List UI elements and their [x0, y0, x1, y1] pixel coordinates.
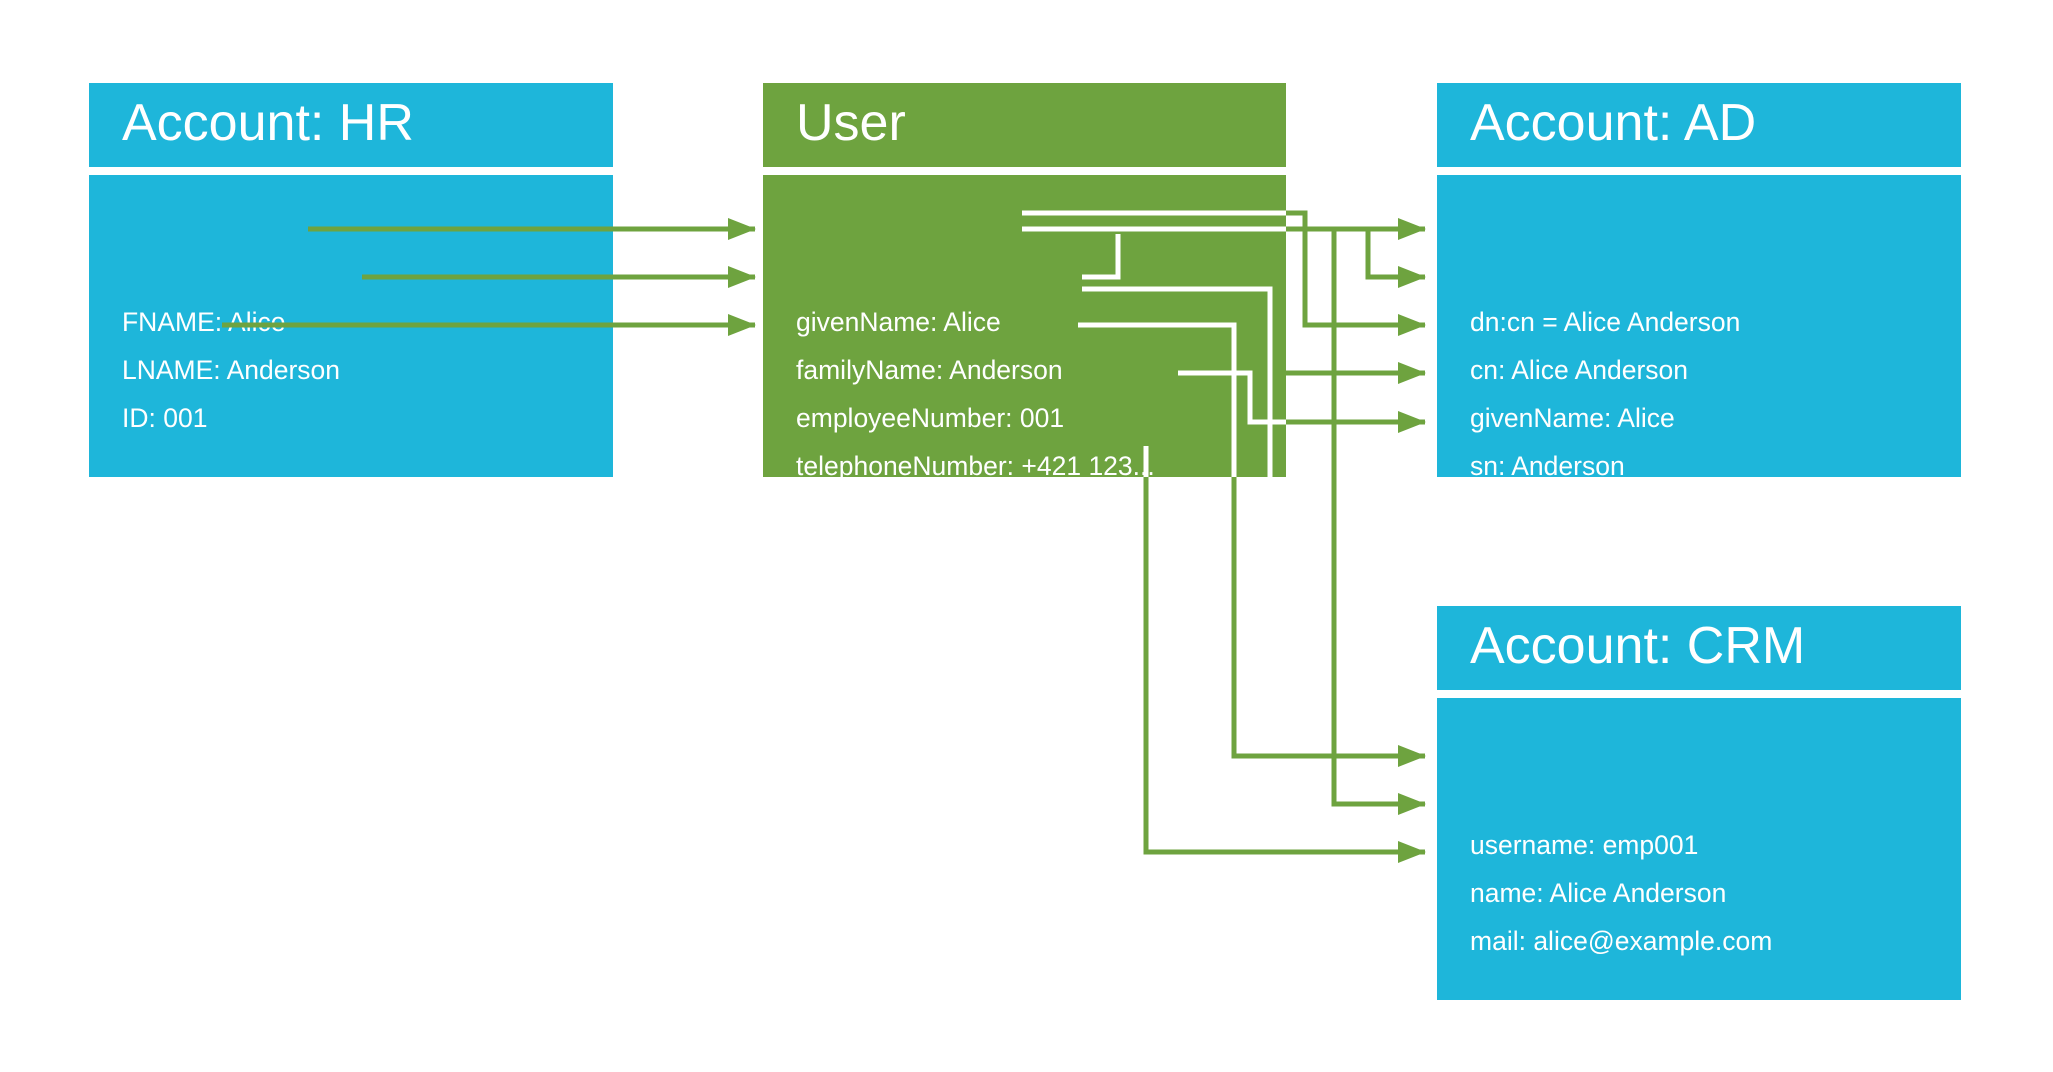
crm-field-mail: mail: alice@example.com — [1470, 926, 1773, 956]
user-field-telephonenumber: telephoneNumber: +421 123... — [796, 451, 1155, 481]
ad-account-title: Account: AD — [1470, 94, 1757, 152]
ad-account-header: Account: AD — [1437, 83, 1961, 167]
connector-to-ad-givenname — [1286, 210, 1426, 336]
user-title: User — [796, 94, 906, 152]
crm-account-title: Account: CRM — [1470, 617, 1806, 675]
connector-to-ad-cn — [1365, 229, 1426, 288]
hr-account-body: FNAME: Alice LNAME: Anderson ID: 001 — [89, 175, 613, 477]
hr-field-lname: LNAME: Anderson — [122, 355, 341, 385]
crm-account-header: Account: CRM — [1437, 606, 1961, 690]
crm-account-box: Account: CRM username: emp001 name: Alic… — [1437, 606, 1961, 1000]
user-header: User — [763, 83, 1286, 167]
user-body: givenName: Alice familyName: Anderson em… — [763, 175, 1286, 527]
ad-field-telephonenumber: telephoneNumber: +421... — [1470, 499, 1778, 529]
user-field-givenname: givenName: Alice — [796, 307, 1001, 337]
ad-field-dn: dn:cn = Alice Anderson — [1470, 307, 1741, 337]
ad-field-givenname: givenName: Alice — [1470, 403, 1675, 433]
crm-field-name: name: Alice Anderson — [1470, 878, 1727, 908]
hr-account-title: Account: HR — [122, 94, 414, 152]
hr-account-header: Account: HR — [89, 83, 613, 167]
crm-field-username: username: emp001 — [1470, 830, 1699, 860]
hr-field-fname: FNAME: Alice — [122, 307, 286, 337]
connector-to-crm-username — [1231, 477, 1426, 767]
connector-to-crm-mail — [1143, 477, 1426, 863]
user-field-familyname: familyName: Anderson — [796, 355, 1063, 385]
user-field-emailaddress: emailAddress: alice@example.com — [796, 499, 1211, 529]
user-field-employeenumber: employeeNumber: 001 — [796, 403, 1065, 433]
hr-field-id: ID: 001 — [122, 403, 208, 433]
connector-to-crm-name — [1331, 229, 1426, 815]
ad-account-body: dn:cn = Alice Anderson cn: Alice Anderso… — [1437, 175, 1961, 527]
crm-account-body: username: emp001 name: Alice Anderson ma… — [1437, 698, 1961, 1000]
user-box: User givenName: Alice familyName: Anders… — [763, 83, 1286, 527]
ad-field-cn: cn: Alice Anderson — [1470, 355, 1689, 385]
ad-field-sn: sn: Anderson — [1470, 451, 1625, 481]
hr-account-box: Account: HR FNAME: Alice LNAME: Anderson… — [89, 83, 613, 477]
ad-account-box: Account: AD dn:cn = Alice Anderson cn: A… — [1437, 83, 1961, 527]
